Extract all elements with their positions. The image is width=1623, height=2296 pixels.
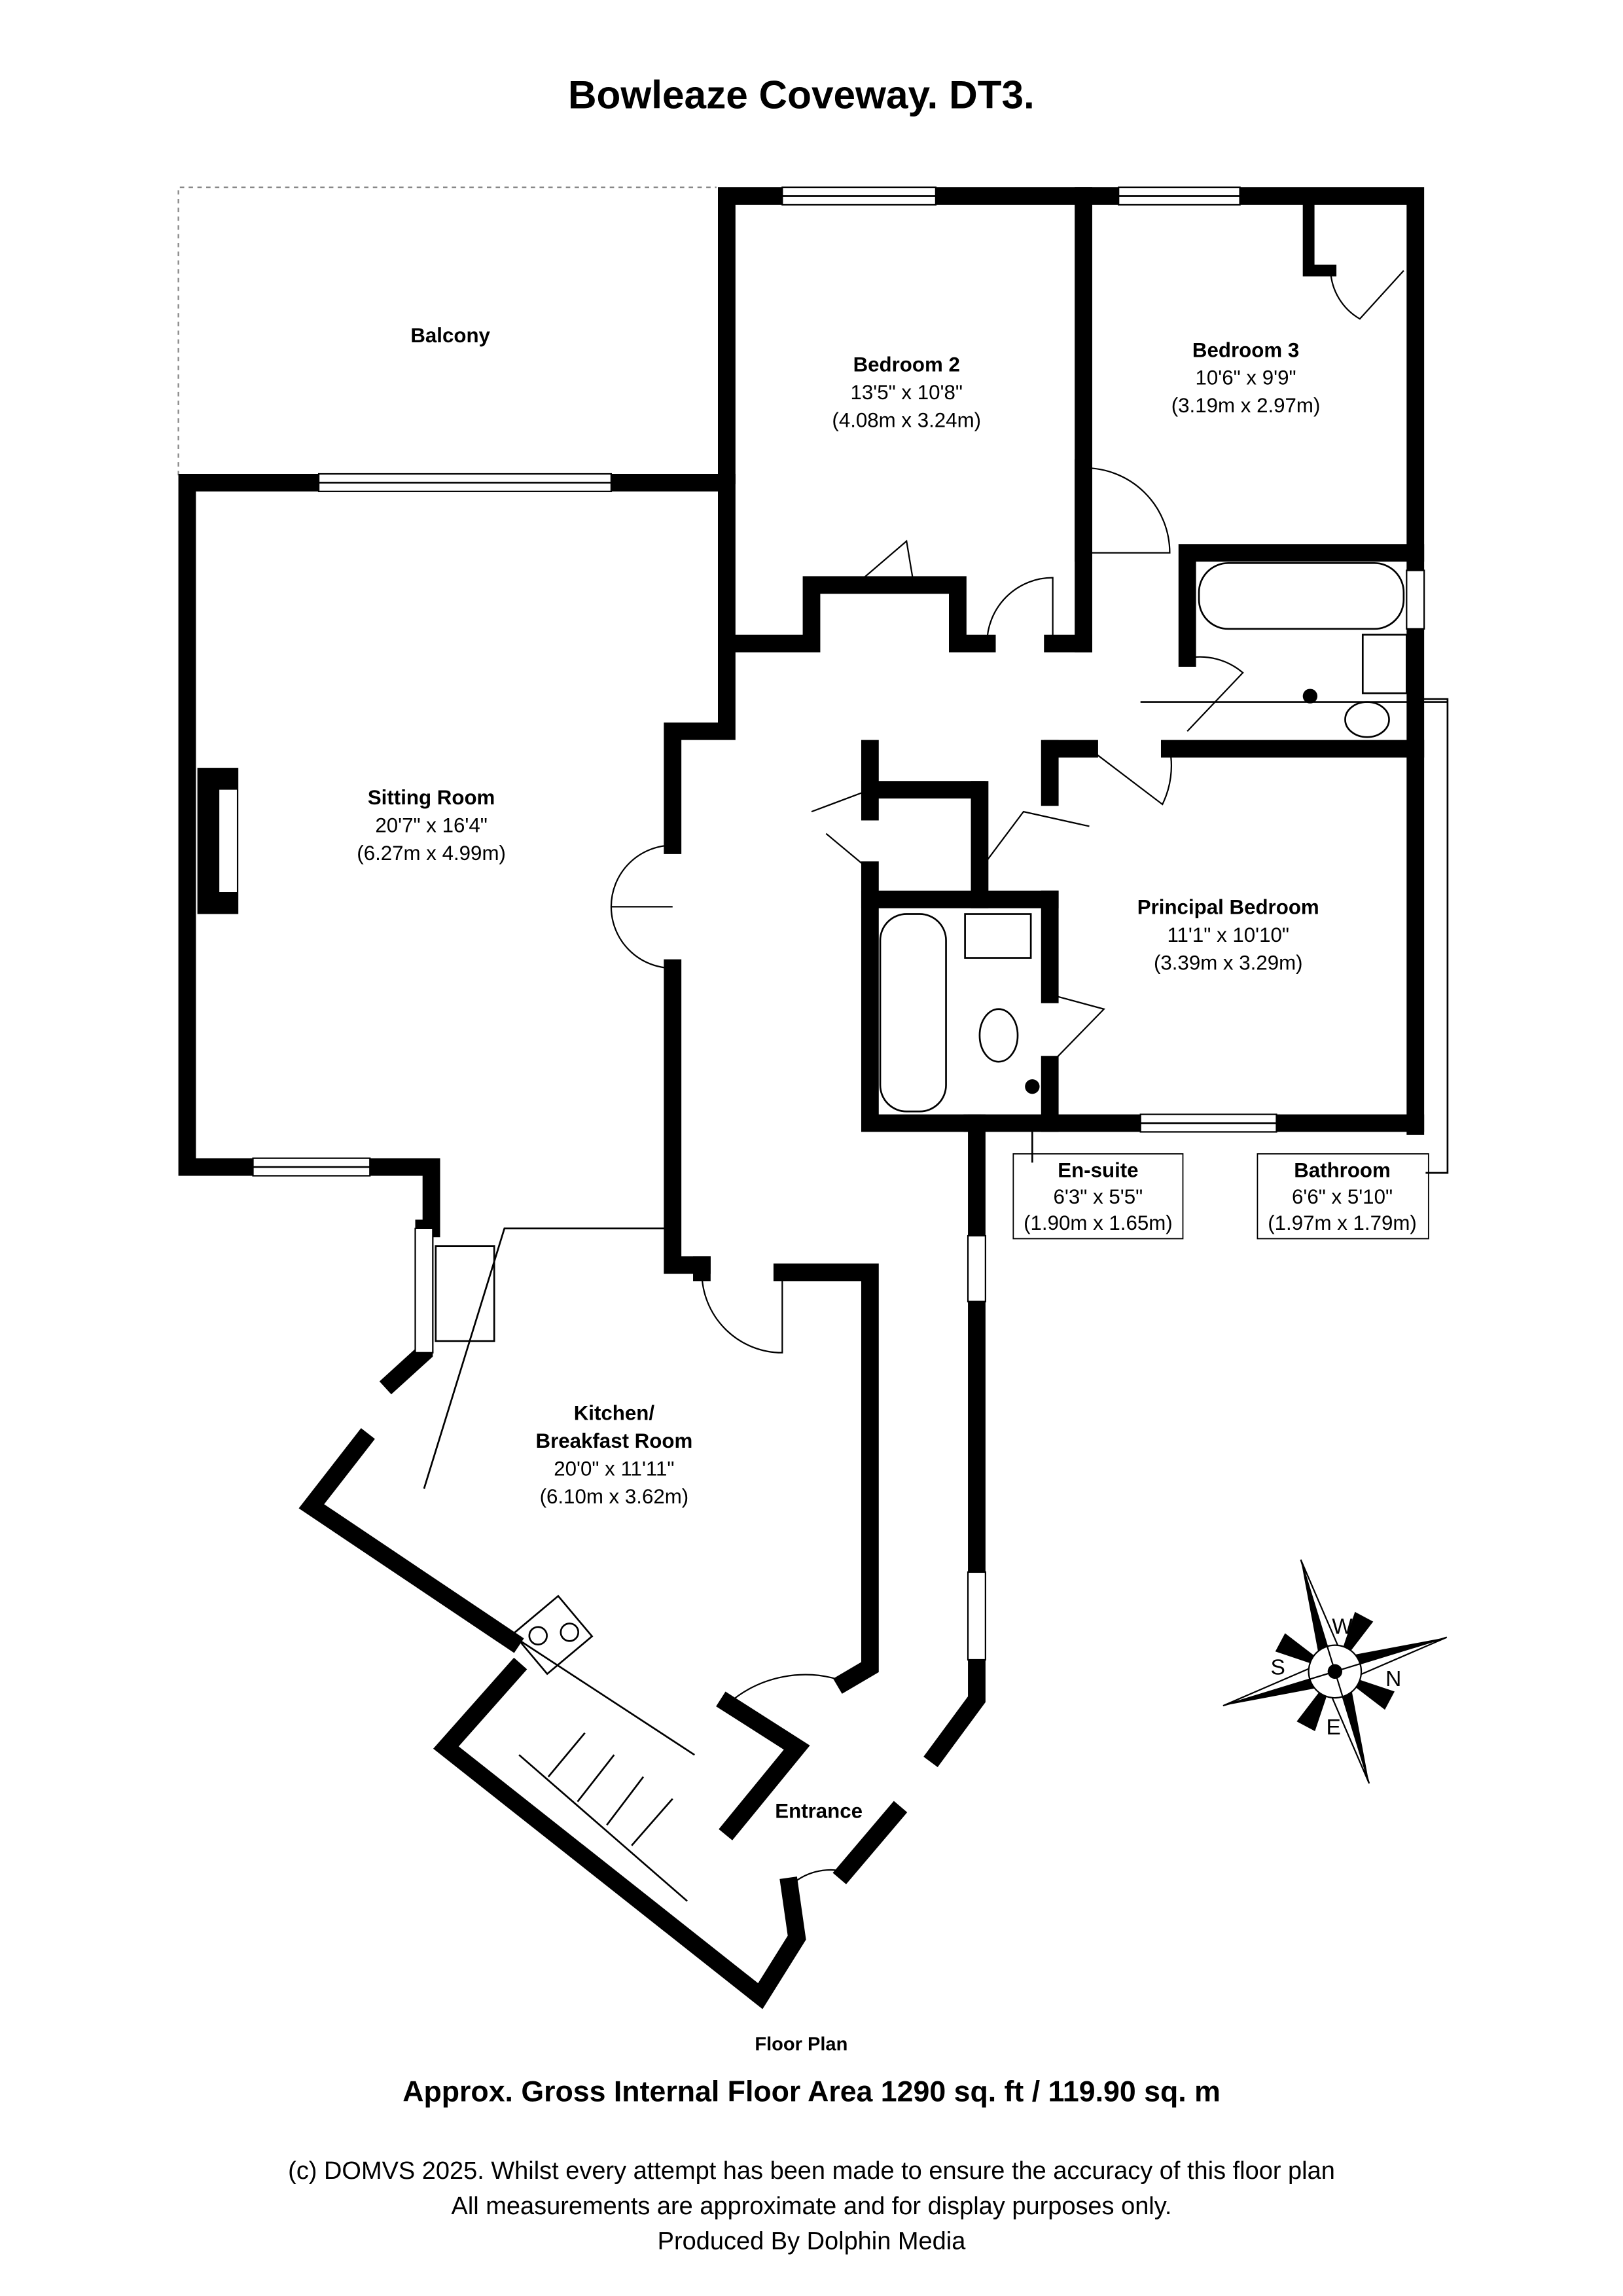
label-principal-bedroom: Principal Bedroom 11'1" x 10'10" (3.39m … [1137,896,1319,975]
disclaimer-line-1: (c) DOMVS 2025. Whilst every attempt has… [288,2157,1335,2185]
compass-n: N [1385,1667,1401,1691]
floor-plan-label: Floor Plan [755,2034,847,2055]
room-name: En-suite [1058,1159,1138,1182]
room-size-imperial: 20'0" x 11'11" [554,1457,674,1480]
room-size-imperial: 11'1" x 10'10" [1167,924,1289,946]
label-en-suite: En-suite 6'3" x 5'5" (1.90m x 1.65m) [1012,1153,1184,1240]
room-name: Bedroom 2 [853,353,960,376]
room-size-imperial: 6'6" x 5'10" [1292,1185,1393,1208]
floor-area: Approx. Gross Internal Floor Area 1290 s… [402,2076,1221,2108]
label-entrance: Entrance [775,1799,863,1822]
room-size-metric: (4.08m x 3.24m) [832,409,981,432]
room-size-imperial: 13'5" x 10'8" [850,381,962,404]
room-name: Sitting Room [368,786,495,809]
room-size-metric: (1.97m x 1.79m) [1268,1211,1417,1234]
producer-credit: Produced By Dolphin Media [658,2227,967,2255]
room-name: Kitchen/ [574,1402,655,1425]
room-size-metric: (1.90m x 1.65m) [1024,1211,1173,1234]
compass-w: W [1332,1615,1353,1639]
room-name-line2: Breakfast Room [535,1429,692,1452]
room-size-imperial: 10'6" x 9'9" [1196,367,1296,389]
room-name: Bathroom [1294,1159,1391,1182]
disclaimer-line-2: All measurements are approximate and for… [452,2193,1172,2220]
doors [610,270,1404,1888]
fixtures [197,562,1449,1902]
compass-e: E [1326,1715,1340,1740]
label-bathroom: Bathroom 6'6" x 5'10" (1.97m x 1.79m) [1257,1153,1429,1240]
plan-title: Bowleaze Coveway. DT3. [568,72,1035,117]
room-size-metric: (3.39m x 3.29m) [1154,951,1303,974]
room-size-imperial: 6'3" x 5'5" [1054,1185,1143,1208]
room-size-metric: (6.10m x 3.62m) [540,1485,689,1508]
label-bedroom-2: Bedroom 2 13'5" x 10'8" (4.08m x 3.24m) [832,353,981,432]
room-size-metric: (6.27m x 4.99m) [357,842,506,865]
walls [178,187,1425,2009]
room-size-metric: (3.19m x 2.97m) [1171,394,1321,417]
label-balcony: Balcony [410,324,490,347]
label-kitchen: Kitchen/ Breakfast Room 20'0" x 11'11" (… [535,1402,692,1508]
windows [252,186,1425,1661]
label-bedroom-3: Bedroom 3 10'6" x 9'9" (3.19m x 2.97m) [1171,338,1321,417]
room-name: Principal Bedroom [1137,896,1319,919]
room-name: Bedroom 3 [1192,338,1299,361]
compass-rose [1222,1559,1448,1784]
compass-s: S [1271,1655,1285,1679]
label-sitting-room: Sitting Room 20'7" x 16'4" (6.27m x 4.99… [357,786,506,865]
room-size-imperial: 20'7" x 16'4" [375,814,487,836]
